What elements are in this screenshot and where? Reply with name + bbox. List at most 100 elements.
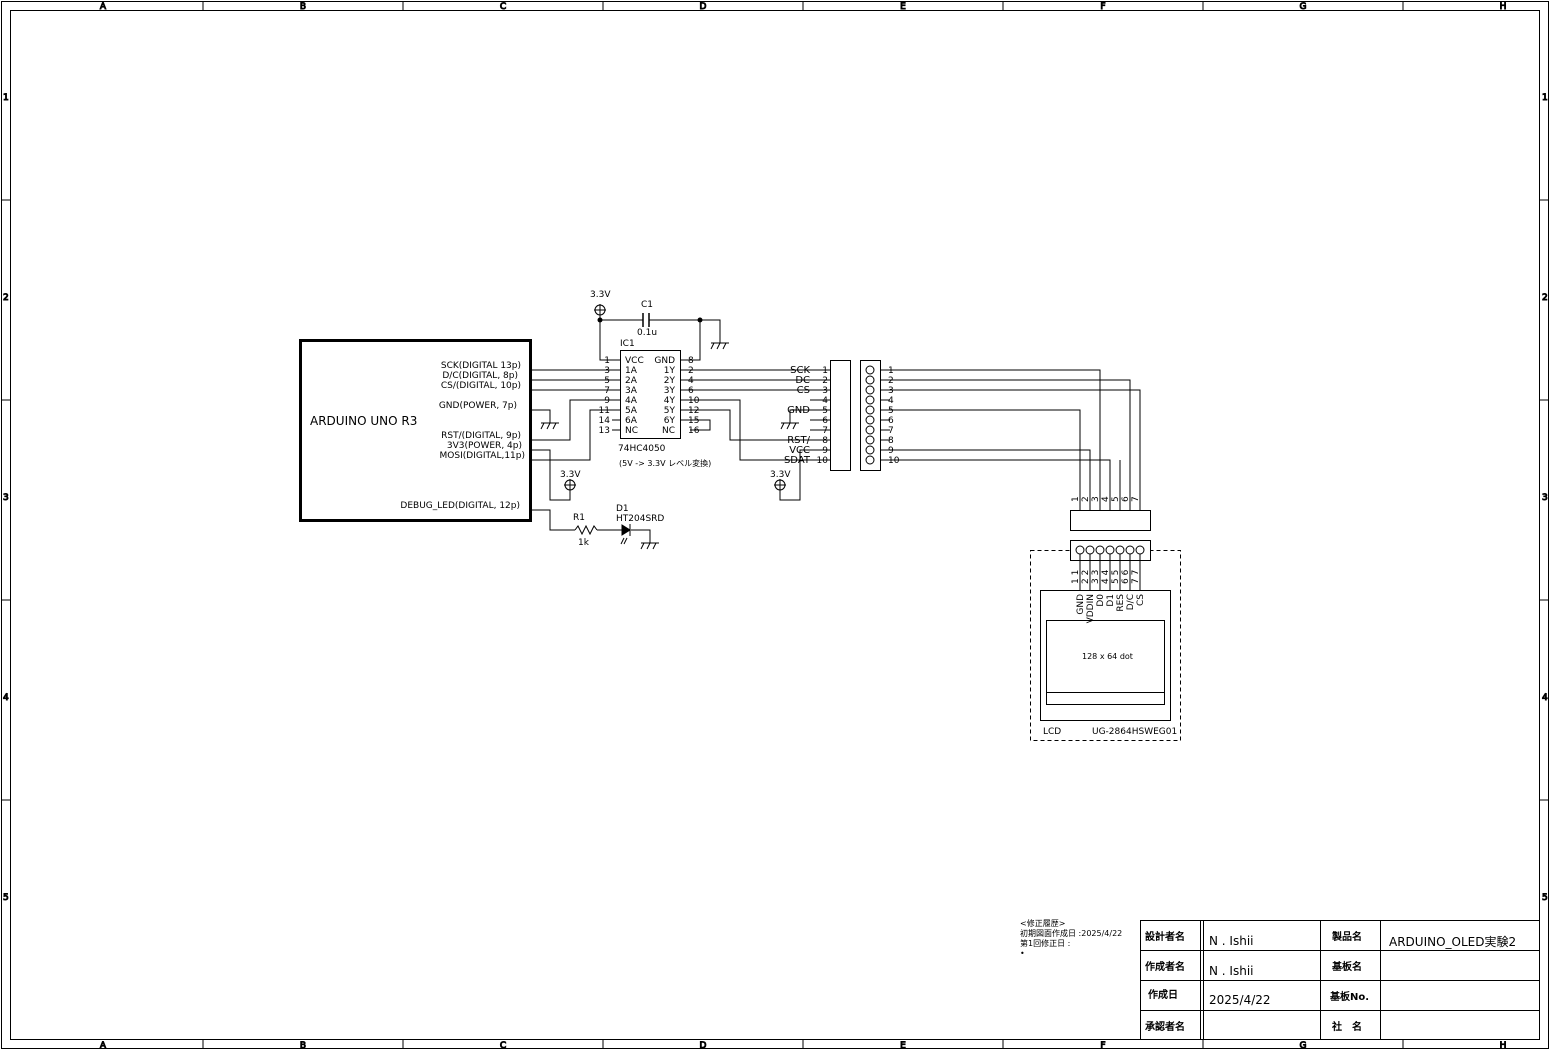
arduino-pin-3v3: 3V3(POWER, 4p) (447, 441, 522, 451)
connector-contact (865, 415, 875, 425)
power-3v3-symbol (564, 479, 576, 491)
lcd-pin-number: 7 (1131, 496, 1141, 502)
ic1-pin-number: 3 (604, 366, 610, 376)
ic1-pin-number: 15 (688, 416, 699, 426)
connector-contact (865, 455, 875, 465)
lcd-pin-number: 4 4 (1101, 569, 1111, 584)
connector-contact (865, 405, 875, 415)
connector-signal-label: RST/ (787, 435, 810, 446)
ic1-pin-name: 5Y (664, 406, 676, 416)
lcd-pin-number: 5 5 (1111, 570, 1121, 584)
arduino-pin-sck: SCK(DIGITAL 13p) (441, 361, 521, 371)
connector-pin-number: 8 (822, 436, 828, 446)
title-block (1140, 920, 1540, 1040)
frame-col-label: H (1500, 2, 1507, 12)
arduino-block (299, 339, 532, 522)
lcd-signal-label: D1 (1106, 594, 1116, 607)
board-no-label: 基板No. (1329, 990, 1369, 1003)
lcd-socket-contact (1135, 545, 1145, 555)
connector-pin-number: 7 (888, 426, 894, 436)
connector-signal-label: GND (787, 405, 810, 416)
ic1-pin-number: 11 (599, 406, 610, 416)
lcd-signal-label: GND (1076, 594, 1086, 615)
frame-col-label: A (100, 1041, 107, 1050)
lcd-pin-number: 1 1 (1071, 570, 1081, 584)
connector-pin-number: 9 (888, 446, 894, 456)
connector-contact (865, 365, 875, 375)
connector-pin-number: 10 (888, 456, 900, 466)
ic1-pin-name: 6Y (664, 416, 676, 426)
arduino-pin-debug-led: DEBUG_LED(DIGITAL, 12p) (400, 501, 520, 511)
frame-col-label: B (300, 1041, 306, 1050)
connector-pin-number: 6 (888, 416, 894, 426)
ic1-ref: IC1 (620, 339, 635, 349)
product-value: ARDUINO_OLED実験2 (1389, 934, 1516, 949)
lcd-signal-label: CS (1136, 594, 1146, 606)
frame-col-label: C (500, 2, 506, 12)
ground-symbol (640, 542, 659, 550)
connector-pin-number: 2 (888, 376, 894, 386)
ic1-pin-name: 1A (625, 366, 638, 376)
connector-right (860, 360, 881, 471)
resistor-r1 (574, 524, 598, 536)
revision-title: <修正履歴> (1020, 918, 1065, 928)
frame-row-label: 2 (3, 293, 9, 303)
ic1-pin-name: 3Y (664, 386, 676, 396)
arduino-pin-gnd: GND(POWER, 7p) (439, 401, 517, 411)
frame-col-label: D (700, 1041, 707, 1050)
connector-pin-number: 8 (888, 436, 894, 446)
connector-contact (865, 445, 875, 455)
lcd-pin-number: 2 (1081, 496, 1091, 502)
connector-contact (865, 395, 875, 405)
designer-value: N . Ishii (1209, 934, 1253, 948)
revision-rev1: 第1回修正日 : (1020, 938, 1070, 948)
date-value: 2025/4/22 (1209, 993, 1271, 1007)
frame-row-label: 4 (1542, 693, 1548, 703)
connector-signal-label: DC (795, 375, 810, 386)
connector-pin-number: 10 (817, 456, 829, 466)
connector-signal-label: SDAT (784, 455, 811, 466)
junction-dot (597, 317, 603, 323)
arduino-name: ARDUINO UNO R3 (310, 414, 417, 428)
lcd-screen-text: 128 x 64 dot (1082, 652, 1133, 661)
connector-contact (865, 385, 875, 395)
c1-value: 0.1u (637, 328, 657, 338)
connector-pin-number: 4 (888, 396, 894, 406)
power-symbols (564, 304, 786, 491)
frame-row-label: 5 (1542, 893, 1548, 903)
lcd-pin-number: 6 6 (1121, 569, 1131, 584)
lcd-model: UG-2864HSWEG01 (1092, 727, 1177, 737)
frame-col-label: E (900, 2, 906, 12)
connector-left (830, 360, 851, 471)
connector-pin-number: 3 (888, 386, 894, 396)
connector-pin-number: 1 (822, 366, 828, 376)
frame-row-label: 1 (3, 93, 9, 103)
lcd-socket-contact (1085, 545, 1095, 555)
frame-row-label: 5 (3, 893, 9, 903)
lcd-pin-number: 3 3 (1091, 570, 1101, 584)
ic1-pin-name: 4Y (664, 396, 676, 406)
ic1-pin-name: 4A (625, 396, 638, 406)
designer-label: 設計者名 (1145, 930, 1185, 943)
connector-pin-number: 2 (822, 376, 828, 386)
ground-symbols (540, 342, 799, 550)
company-label: 社 名 (1331, 1020, 1362, 1033)
connector-contact (865, 375, 875, 385)
c1-ref: C1 (641, 300, 653, 310)
lcd-pin-number: 4 (1101, 496, 1111, 502)
ic1-pin-number: 2 (688, 366, 694, 376)
creator-value: N . Ishii (1209, 964, 1253, 978)
connector-pin-number: 5 (822, 406, 828, 416)
connector-pin-number: 3 (822, 386, 828, 396)
frame-col-label: A (100, 2, 107, 12)
connector-contact (865, 435, 875, 445)
arduino-pin-dc: D/C(DIGITAL, 8p) (442, 371, 518, 381)
lcd-socket-contact (1125, 545, 1135, 555)
capacitor-c1 (642, 313, 650, 327)
frame-row-label: 1 (1542, 93, 1548, 103)
connector-pin-number: 4 (822, 396, 828, 406)
